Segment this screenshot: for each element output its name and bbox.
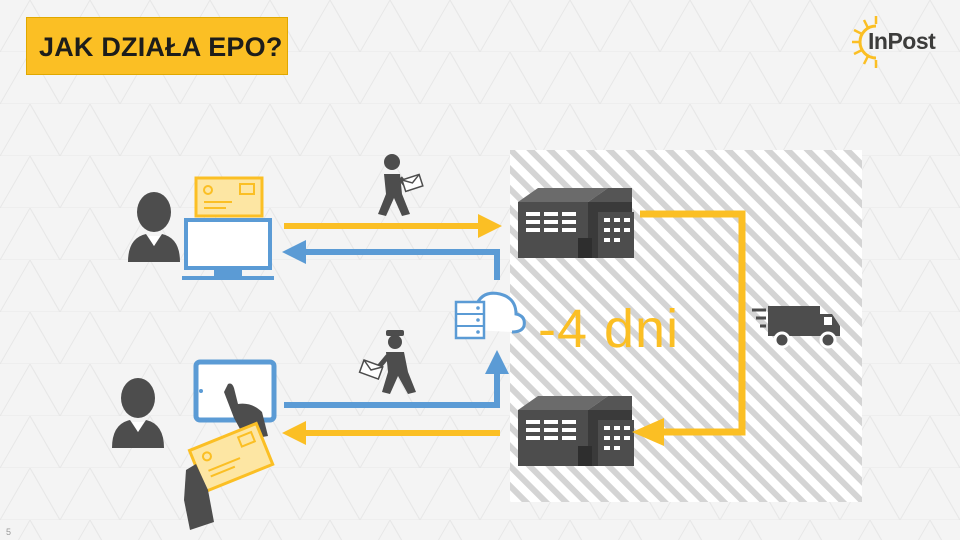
page-title: JAK DZIAŁA EPO? <box>39 32 283 62</box>
walking-courier-icon <box>378 154 424 216</box>
cloud-server-icon <box>454 291 526 340</box>
sun-logo-icon <box>852 16 878 68</box>
page-number: 5 <box>6 527 12 537</box>
envelope-icon <box>401 173 424 193</box>
postman-icon <box>358 330 416 394</box>
blue-arrow-from-cloud <box>282 240 500 280</box>
computer-monitor-icon <box>182 218 274 280</box>
inpost-logo-text: InPost <box>868 28 936 54</box>
building-icon <box>518 396 634 466</box>
yellow-arrow-to-warehouse <box>284 214 502 238</box>
hand-with-envelope-icon <box>184 421 275 530</box>
envelope-icon <box>194 176 264 218</box>
yellow-arrow-to-sender <box>282 421 500 445</box>
envelope-icon <box>358 359 384 381</box>
building-icon <box>518 188 634 258</box>
days-saved-label: -4 dni <box>538 299 680 359</box>
title-box: JAK DZIAŁA EPO? <box>26 17 288 75</box>
blue-arrow-to-cloud <box>284 350 509 408</box>
yellow-loop-arrow <box>632 210 746 446</box>
tablet-icon <box>193 359 277 423</box>
delivery-truck-icon <box>752 306 840 349</box>
